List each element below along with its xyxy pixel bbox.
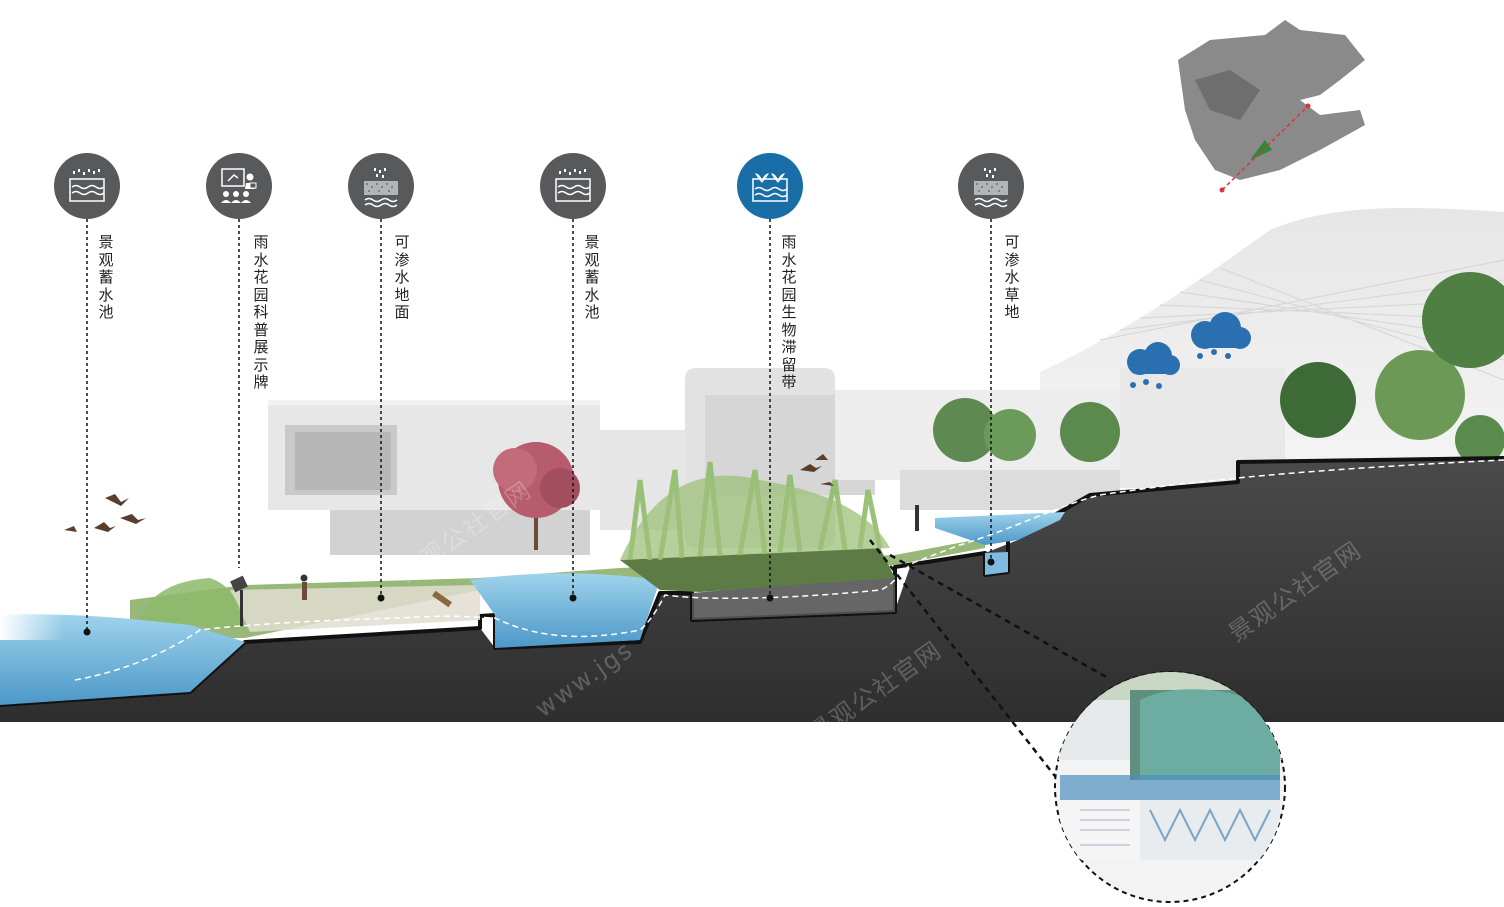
permeable-ground-icon (364, 168, 398, 208)
rain-cloud-icon (1127, 312, 1251, 389)
trees (493, 272, 1504, 550)
marker-circle (54, 153, 120, 219)
bioretention-cell (620, 461, 895, 620)
marker-bioretention-zone (737, 153, 803, 219)
water-flow-path (74, 459, 1504, 681)
marker-dashed-lines (86, 219, 992, 632)
water-channel-right (935, 512, 1065, 545)
marker-label: 雨水花园生物滞留带 (781, 233, 797, 391)
marker-label: 可渗水地面 (394, 233, 410, 321)
marker-label: 景观蓄水池 (98, 233, 114, 321)
permeable-ground-icon (974, 168, 1008, 208)
plant-water-icon (752, 173, 788, 202)
rain-pond-icon (555, 169, 591, 202)
water-pond-middle (470, 573, 660, 648)
soil-section (0, 458, 1504, 722)
marker-circle (206, 153, 272, 219)
marker-circle (540, 153, 606, 219)
marker-permeable-ground (348, 153, 414, 219)
marker-circle (737, 153, 803, 219)
zoom-leader-line (869, 539, 1109, 781)
marker-permeable-lawn (958, 153, 1024, 219)
fog-overlay (0, 380, 320, 640)
presentation-board-icon (221, 168, 257, 203)
marker-label: 雨水花园科普展示牌 (253, 233, 269, 391)
marker-landscape-pond-2 (540, 153, 606, 219)
marker-circle (958, 153, 1024, 219)
marker-label: 景观蓄水池 (584, 233, 600, 321)
rain-pond-icon (69, 169, 105, 202)
marker-points (83, 558, 995, 636)
marker-label: 可渗水草地 (1004, 233, 1020, 321)
marker-rain-garden-sign (206, 153, 272, 219)
marker-landscape-pond-1 (54, 153, 120, 219)
detail-illustration (1055, 672, 1285, 860)
marker-circle (348, 153, 414, 219)
site-map (1178, 20, 1365, 193)
